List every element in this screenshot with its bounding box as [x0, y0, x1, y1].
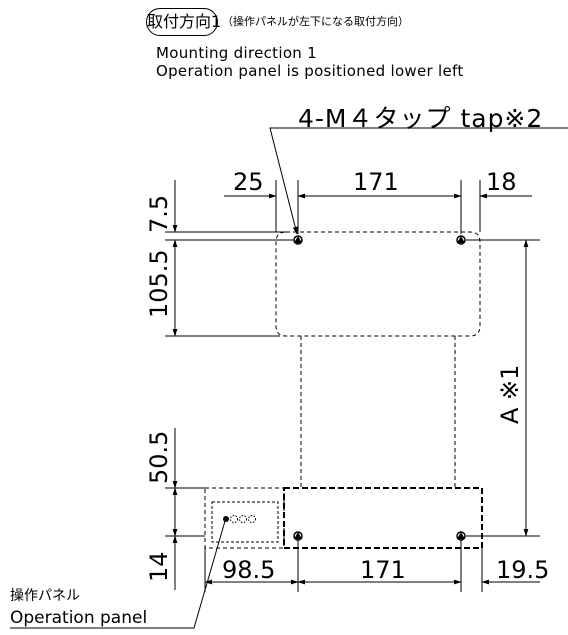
dim-top-left: 25 — [233, 168, 264, 196]
upper-body-outline — [275, 231, 481, 337]
tap-hole-top-left — [293, 235, 303, 245]
panel-button-1 — [223, 516, 229, 522]
panel-label-en: Operation panel — [10, 608, 148, 628]
panel-button-4 — [248, 515, 256, 523]
subtitle-line-2: Operation panel is positioned lower left — [156, 62, 464, 80]
panel-outline — [204, 487, 285, 549]
panel-button-3 — [239, 515, 247, 523]
dim-left-top: 7.5 — [145, 195, 173, 233]
tap-label: 4-M４タップ tap※2 — [298, 104, 544, 133]
dim-bottom-right: 19.5 — [496, 556, 549, 584]
title-badge: 取付方向1 — [146, 8, 221, 36]
panel-label-jp: 操作パネル — [10, 588, 80, 604]
panel-leader — [10, 520, 226, 629]
tap-hole-top-right — [456, 235, 466, 245]
dim-left-upper: 105.5 — [145, 249, 173, 318]
dim-left-bottom: 14 — [145, 551, 173, 582]
dim-top-right: 18 — [486, 168, 517, 196]
tap-leader — [269, 127, 568, 235]
dim-left-lower: 50.5 — [145, 431, 173, 484]
title-note: （操作パネルが左下になる取付方向） — [222, 15, 409, 28]
subtitle-line-1: Mounting direction 1 — [156, 44, 318, 62]
dim-top-middle: 171 — [353, 168, 399, 196]
dim-bottom-middle: 171 — [360, 556, 406, 584]
base-outline — [283, 487, 483, 549]
dim-bottom-left: 98.5 — [222, 556, 275, 584]
dim-right-height: A ※1 — [496, 365, 524, 424]
tap-hole-bottom-right — [456, 531, 466, 541]
tap-hole-bottom-left — [293, 531, 303, 541]
panel-inner — [211, 501, 279, 543]
panel-button-2 — [230, 515, 238, 523]
